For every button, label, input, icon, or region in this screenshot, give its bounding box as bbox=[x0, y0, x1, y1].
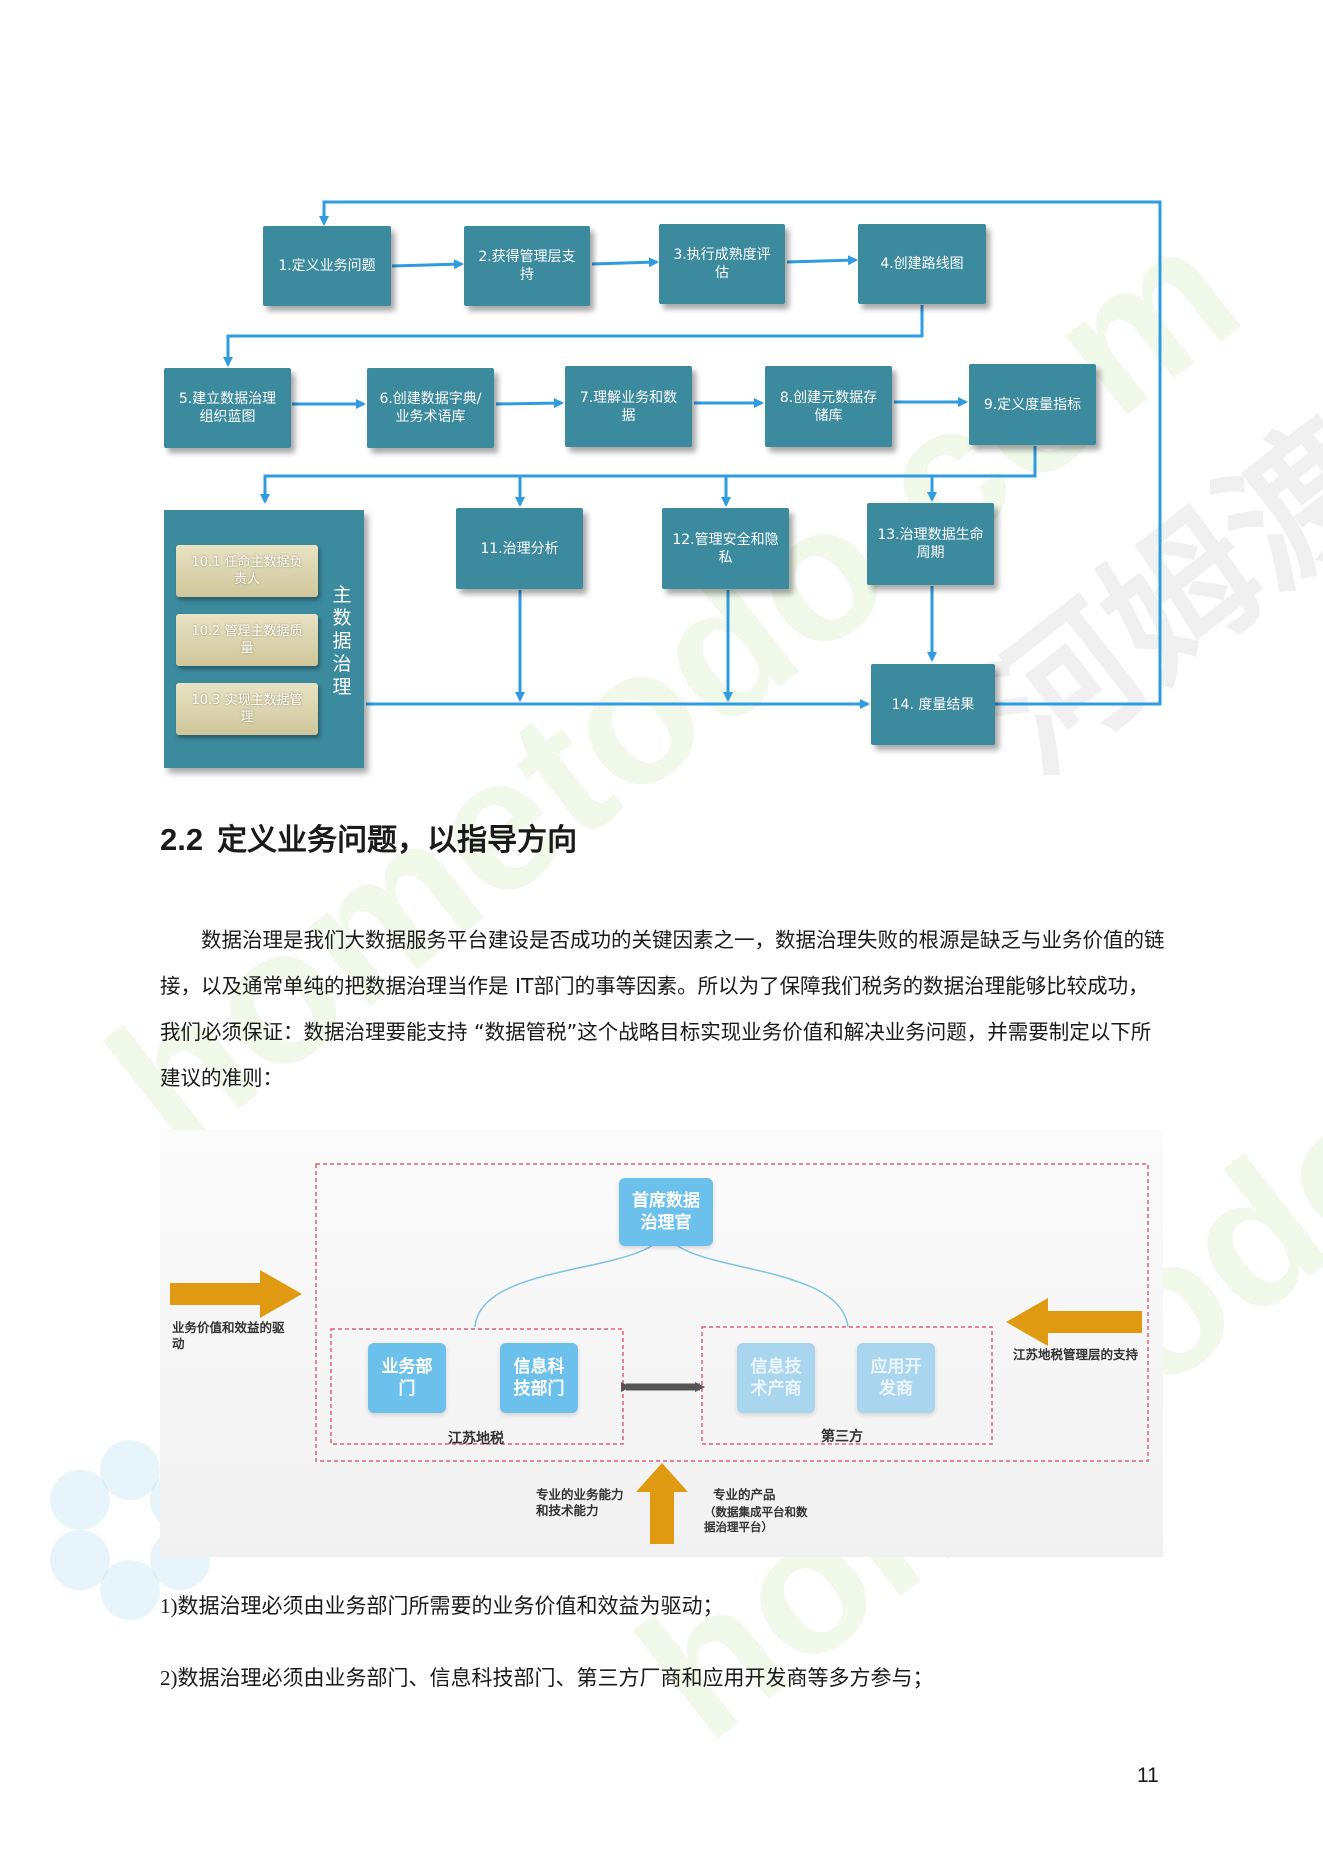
flow-step-1-label: 1.定义业务问题 bbox=[278, 258, 376, 274]
bottom-right-label: 专业的产品 bbox=[713, 1487, 776, 1502]
list-item-1-text: 数据治理必须由业务部门所需要的业务价值和效益为驱动； bbox=[177, 1594, 724, 1618]
body-paragraph: 数据治理是我们大数据服务平台建设是否成功的关键因素之一，数据治理失败的根源是缺乏… bbox=[160, 928, 1165, 1090]
flow-step-3-label: 3.执行成熟度评估 bbox=[673, 247, 771, 281]
master-data-item-1-label: 10.1 任命主数据负责人 bbox=[191, 555, 303, 587]
org-figure-lines bbox=[170, 1163, 1149, 1544]
it-dept-box: 信息科技部门 bbox=[500, 1343, 578, 1413]
flow-step-7: 7.理解业务和数据 bbox=[565, 366, 692, 447]
section-number: 2.2 bbox=[160, 822, 204, 857]
chief-data-officer-box: 首席数据治理官 bbox=[619, 1178, 713, 1246]
flow-step-8-label: 8.创建元数据存储库 bbox=[779, 389, 878, 424]
bottom-right-note: （数据集成平台和数据治理平台） bbox=[704, 1505, 808, 1534]
section-heading: 2.2 定义业务问题，以指导方向 bbox=[160, 815, 577, 859]
master-data-item-2-label: 10.2 管理主数据质量 bbox=[191, 624, 303, 656]
flow-step-11: 11.治理分析 bbox=[456, 508, 583, 589]
flowchart-connectors bbox=[223, 200, 1162, 709]
list-item-2: 2)数据治理必须由业务部门、信息科技部门、第三方厂商和应用开发商等多方参与； bbox=[160, 1662, 934, 1692]
right-arrow-label: 江苏地税管理层的支持 bbox=[1013, 1347, 1139, 1362]
flow-step-13: 13.治理数据生命周期 bbox=[867, 503, 994, 585]
list-item-2-number: 2) bbox=[160, 1666, 178, 1690]
flow-step-2: 2.获得管理层支持 bbox=[464, 226, 590, 306]
right-group-label: 第三方 bbox=[821, 1429, 863, 1445]
flow-step-6-label: 6.创建数据字典/业务术语库 bbox=[379, 391, 482, 425]
chief-data-officer-label: 首席数据治理官 bbox=[632, 1191, 700, 1233]
flow-step-13-label: 13.治理数据生命周期 bbox=[877, 527, 984, 561]
list-item-2-text: 数据治理必须由业务部门、信息科技部门、第三方厂商和应用开发商等多方参与； bbox=[177, 1666, 934, 1690]
it-vendor-label: 信息技术产商 bbox=[750, 1357, 802, 1399]
flow-step-2-label: 2.获得管理层支持 bbox=[478, 249, 576, 283]
flow-step-9: 9.定义度量指标 bbox=[969, 364, 1096, 445]
flow-step-3: 3.执行成熟度评估 bbox=[659, 224, 785, 304]
flow-step-12: 12.管理安全和隐私 bbox=[662, 508, 789, 589]
list-item-1-number: 1) bbox=[160, 1594, 178, 1618]
flow-step-5: 5.建立数据治理组织蓝图 bbox=[164, 368, 291, 448]
flow-step-1: 1.定义业务问题 bbox=[263, 226, 391, 306]
flow-step-14: 14. 度量结果 bbox=[871, 664, 995, 745]
flow-step-9-label: 9.定义度量指标 bbox=[983, 396, 1082, 413]
master-data-governance-label: 主数据治理 bbox=[332, 584, 352, 698]
it-vendor-box: 信息技术产商 bbox=[737, 1343, 815, 1413]
master-data-item-1: 10.1 任命主数据负责人 bbox=[176, 545, 318, 597]
business-dept-box: 业务部门 bbox=[368, 1343, 446, 1413]
app-developer-label: 应用开发商 bbox=[870, 1357, 922, 1399]
bottom-left-label: 专业的业务能力和技术能力 bbox=[536, 1487, 624, 1518]
flow-step-8: 8.创建元数据存储库 bbox=[765, 366, 892, 447]
app-developer-box: 应用开发商 bbox=[857, 1343, 935, 1413]
flow-step-11-label: 11.治理分析 bbox=[480, 540, 559, 557]
section-title: 定义业务问题，以指导方向 bbox=[217, 823, 578, 858]
flow-step-5-label: 5.建立数据治理组织蓝图 bbox=[178, 391, 277, 425]
list-item-1: 1)数据治理必须由业务部门所需要的业务价值和效益为驱动； bbox=[160, 1590, 724, 1620]
flow-step-4: 4.创建路线图 bbox=[858, 224, 986, 304]
master-data-item-2: 10.2 管理主数据质量 bbox=[176, 614, 318, 666]
left-arrow-label: 业务价值和效益的驱动 bbox=[172, 1320, 285, 1351]
flow-step-12-label: 12.管理安全和隐私 bbox=[672, 531, 779, 566]
it-dept-label: 信息科技部门 bbox=[513, 1357, 565, 1399]
left-group-label: 江苏地税 bbox=[448, 1431, 504, 1447]
master-data-item-3: 10.3 实现主数据管理 bbox=[176, 683, 318, 735]
business-dept-label: 业务部门 bbox=[381, 1357, 433, 1399]
flow-step-6: 6.创建数据字典/业务术语库 bbox=[367, 368, 494, 448]
master-data-item-3-label: 10.3 实现主数据管理 bbox=[191, 693, 303, 725]
flow-step-7-label: 7.理解业务和数据 bbox=[579, 389, 678, 424]
flow-step-14-label: 14. 度量结果 bbox=[891, 696, 975, 713]
flow-step-4-label: 4.创建路线图 bbox=[880, 256, 964, 272]
page-number: 11 bbox=[1137, 1764, 1159, 1787]
